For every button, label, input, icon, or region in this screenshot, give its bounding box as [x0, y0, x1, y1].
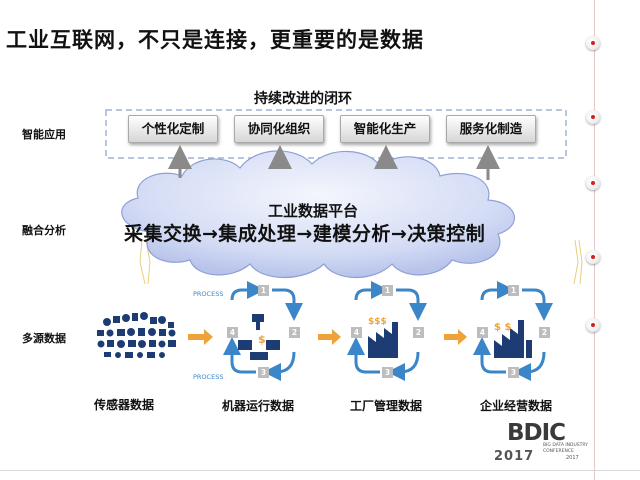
cycle-factory	[347, 281, 427, 381]
row-label-apps: 智能应用	[22, 128, 66, 141]
enterprise-icon	[494, 320, 532, 358]
platform-pipeline: 采集交换→集成处理→建模分析→决策控制	[124, 223, 486, 245]
step-box-2: 2	[413, 327, 424, 338]
step-box-1: 1	[258, 285, 269, 296]
brand-logo-line2: CONFERENCE	[543, 449, 574, 454]
loop-dashed-frame	[105, 109, 567, 159]
step-box-1: 1	[508, 285, 519, 296]
timeline-dot	[586, 36, 600, 50]
machine-icons	[238, 314, 280, 360]
app-box-collaboration: 协同化组织	[234, 115, 324, 143]
step-box-4: 4	[477, 327, 488, 338]
row-label-analysis: 融合分析	[22, 224, 66, 237]
brand-logo-year-small: 2017	[566, 455, 579, 461]
cycle-machines	[223, 281, 303, 381]
app-box-customization: 个性化定制	[128, 115, 218, 143]
footer-divider	[0, 470, 640, 471]
step-box-1: 1	[382, 285, 393, 296]
stage-label-enterprise: 企业经营数据	[480, 399, 553, 413]
step-box-2: 2	[539, 327, 550, 338]
factory-icon	[368, 322, 398, 358]
app-box-service: 服务化制造	[446, 115, 536, 143]
timeline-dot	[586, 250, 600, 264]
timeline-dot	[586, 318, 600, 332]
brand-logo-line1: BIG DATA INDUSTRY	[543, 443, 588, 448]
platform-name: 工业数据平台	[268, 202, 359, 220]
flow-arrows	[188, 329, 467, 345]
sensor-icon-cluster	[97, 312, 176, 358]
brand-logo: BDIC	[507, 420, 566, 446]
brand-logo-year: 2017	[494, 449, 535, 464]
process-tag-top: PROCESS	[193, 290, 224, 298]
row-label-sources: 多源数据	[22, 332, 66, 345]
slide-title: 工业互联网，不只是连接，更重要的是数据	[6, 28, 424, 52]
factory-dollar-glyphs: $$$	[368, 317, 387, 327]
step-box-3: 3	[382, 367, 393, 378]
platform-cloud	[121, 150, 515, 279]
timeline-dot	[586, 110, 600, 124]
stage-label-factory: 工厂管理数据	[350, 399, 423, 413]
step-box-4: 4	[351, 327, 362, 338]
timeline-dot	[586, 176, 600, 190]
dollar-glyph: $	[258, 333, 266, 346]
app-box-production: 智能化生产	[340, 115, 430, 143]
step-box-3: 3	[508, 367, 519, 378]
step-box-3: 3	[258, 367, 269, 378]
stage-label-machine: 机器运行数据	[222, 399, 295, 413]
step-box-4: 4	[227, 327, 238, 338]
cycle-enterprise	[473, 281, 553, 381]
stage-label-sensor: 传感器数据	[94, 398, 155, 412]
cloud-to-app-arrows	[168, 145, 500, 180]
enterprise-dollar-glyphs: $ $	[494, 322, 511, 333]
timeline-rail	[594, 0, 595, 480]
step-box-2: 2	[289, 327, 300, 338]
process-tag-bottom: PROCESS	[193, 373, 224, 381]
loop-title: 持续改进的闭环	[254, 91, 352, 107]
